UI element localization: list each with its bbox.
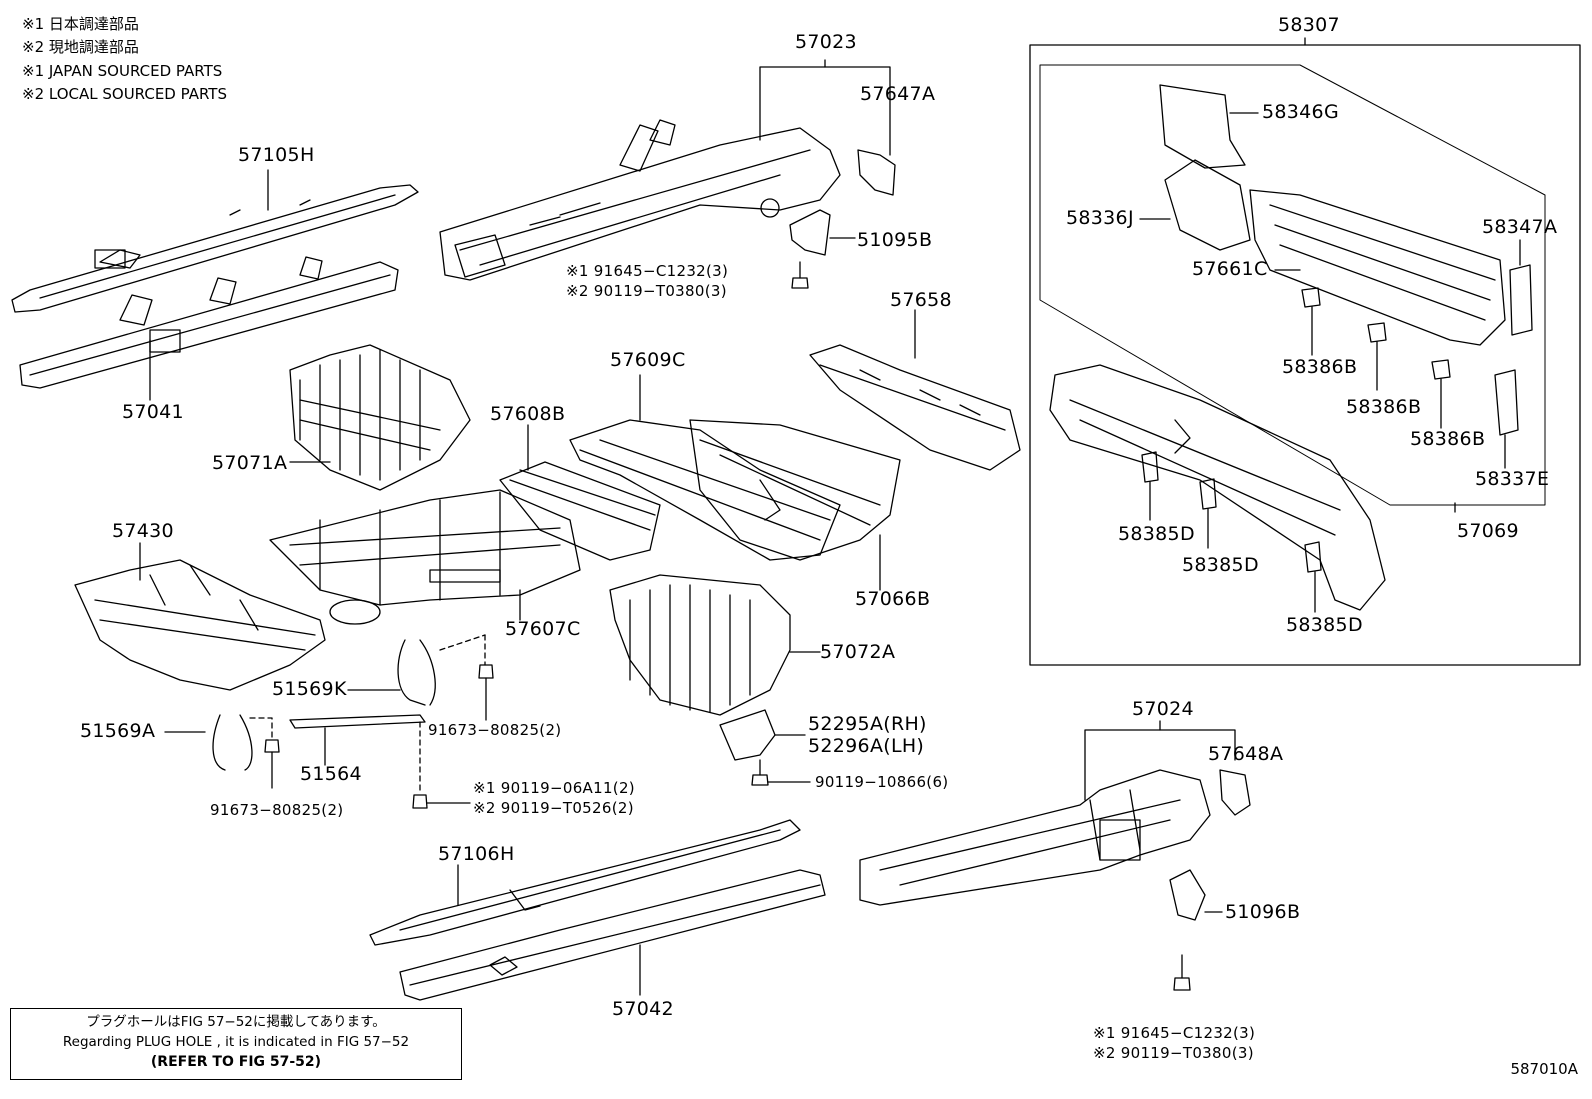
- label-57430[interactable]: 57430: [112, 520, 174, 542]
- label-58337E[interactable]: 58337E: [1475, 468, 1550, 490]
- label-57106H[interactable]: 57106H: [438, 843, 515, 865]
- label-57042[interactable]: 57042: [612, 998, 674, 1020]
- legend-line-1: ※1 日本調達部品: [22, 15, 139, 33]
- part-57609C: [569, 374, 841, 561]
- label-58386B-1[interactable]: 58386B: [1282, 356, 1358, 378]
- part-58385D-1: [1141, 451, 1159, 521]
- label-57072A[interactable]: 57072A: [820, 641, 896, 663]
- label-52295A[interactable]: 52295A(RH): [808, 713, 927, 735]
- legend-line-4: ※2 LOCAL SOURCED PARTS: [22, 85, 227, 103]
- label-57607C[interactable]: 57607C: [505, 618, 581, 640]
- label-90119-10866[interactable]: 90119−10866(6): [815, 773, 949, 791]
- label-51569A[interactable]: 51569A: [80, 720, 156, 742]
- part-57608B: [499, 424, 661, 561]
- label-57105H[interactable]: 57105H: [238, 144, 315, 166]
- bracket-57024: [1084, 720, 1236, 801]
- part-58386B-1: [1301, 287, 1321, 356]
- label-57647A[interactable]: 57647A: [860, 83, 936, 105]
- part-57105H: [11, 169, 419, 313]
- label-57661C[interactable]: 57661C: [1192, 258, 1268, 280]
- note-japanese: プラグホールはFIG 57−52に掲載してあります。: [86, 1014, 386, 1030]
- bolt-90119-10866: [751, 759, 811, 786]
- label-58336J[interactable]: 58336J: [1066, 207, 1134, 229]
- label-91673-80825-b[interactable]: 91673−80825(2): [210, 801, 344, 819]
- part-51095B: [789, 209, 856, 256]
- bolt-91673-b: [264, 739, 280, 789]
- part-57066B: [689, 419, 901, 591]
- part-57607C: [269, 489, 581, 625]
- part-57042: [399, 869, 826, 1001]
- label-51095B[interactable]: 51095B: [857, 229, 933, 251]
- bolt-a: [791, 261, 809, 289]
- label-90119-06A11[interactable]: ※1 90119−06A11(2): [473, 779, 635, 797]
- part-57658: [809, 309, 1021, 471]
- bolt-91673-a: [478, 664, 494, 721]
- bolt-90119-06A11: [412, 794, 471, 809]
- label-58347A[interactable]: 58347A: [1482, 216, 1558, 238]
- label-52296A[interactable]: 52296A(LH): [808, 735, 925, 757]
- note-english: Regarding PLUG HOLE , it is indicated in…: [62, 1034, 410, 1050]
- part-57071A: [289, 344, 471, 491]
- part-52295A: [719, 709, 806, 761]
- label-58307[interactable]: 58307: [1278, 14, 1340, 36]
- part-58337E: [1494, 369, 1519, 469]
- plug-hole-note: プラグホールはFIG 57−52に掲載してあります。 Regarding PLU…: [10, 1008, 462, 1080]
- part-57023: [439, 119, 841, 281]
- part-51564: [289, 714, 426, 791]
- label-58385D-1[interactable]: 58385D: [1118, 523, 1195, 545]
- part-57647A: [857, 149, 896, 196]
- label-51569K[interactable]: 51569K: [272, 678, 347, 700]
- label-58386B-2[interactable]: 58386B: [1346, 396, 1422, 418]
- label-91673-80825-a[interactable]: 91673−80825(2): [428, 721, 562, 739]
- label-51096B[interactable]: 51096B: [1225, 901, 1301, 923]
- part-57041: [19, 256, 399, 401]
- part-51096B: [1169, 869, 1223, 921]
- part-57024: [859, 769, 1211, 906]
- part-51569K: [347, 634, 486, 706]
- label-90119-T0380-b[interactable]: ※2 90119−T0380(3): [1093, 1044, 1254, 1062]
- bracket-57023: [759, 59, 891, 156]
- note-reference: (REFER TO FIG 57-52): [150, 1054, 322, 1070]
- label-57024[interactable]: 57024: [1132, 698, 1194, 720]
- label-58385D-2[interactable]: 58385D: [1182, 554, 1259, 576]
- legend-line-2: ※2 現地調達部品: [22, 38, 139, 56]
- part-57661C: [1249, 189, 1506, 346]
- label-58386B-3[interactable]: 58386B: [1410, 428, 1486, 450]
- label-57071A[interactable]: 57071A: [212, 452, 288, 474]
- group-box-58307: [1029, 37, 1581, 666]
- part-57072A: [609, 574, 821, 716]
- part-58386B-2: [1367, 322, 1387, 391]
- part-51569A: [164, 714, 273, 771]
- label-57608B[interactable]: 57608B: [490, 403, 566, 425]
- part-57648A: [1219, 769, 1251, 816]
- label-91645-C1232-b[interactable]: ※1 91645−C1232(3): [1093, 1024, 1256, 1042]
- label-51564[interactable]: 51564: [300, 763, 362, 785]
- label-57041[interactable]: 57041: [122, 401, 184, 423]
- label-57066B[interactable]: 57066B: [855, 588, 931, 610]
- label-57023[interactable]: 57023: [795, 31, 857, 53]
- part-57430: [74, 542, 326, 691]
- part-58336J: [1139, 159, 1251, 251]
- part-58386B-3: [1431, 359, 1451, 429]
- part-57069: [1049, 364, 1456, 611]
- legend-line-3: ※1 JAPAN SOURCED PARTS: [22, 62, 223, 80]
- label-57069[interactable]: 57069: [1457, 520, 1519, 542]
- label-90119-T0380-a[interactable]: ※2 90119−T0380(3): [566, 282, 727, 300]
- label-57658[interactable]: 57658: [890, 289, 952, 311]
- label-58346G[interactable]: 58346G: [1262, 101, 1339, 123]
- part-58347A: [1509, 239, 1533, 336]
- part-58385D-3: [1304, 541, 1322, 613]
- label-91645-C1232-a[interactable]: ※1 91645−C1232(3): [566, 262, 729, 280]
- part-58385D-2: [1199, 478, 1217, 549]
- part-58346G: [1159, 84, 1259, 169]
- label-57609C[interactable]: 57609C: [610, 349, 686, 371]
- label-90119-T0526[interactable]: ※2 90119−T0526(2): [473, 799, 634, 817]
- label-57648A[interactable]: 57648A: [1208, 743, 1284, 765]
- label-58385D-3[interactable]: 58385D: [1286, 614, 1363, 636]
- part-57106H: [369, 819, 801, 946]
- bolt-b: [1173, 954, 1191, 991]
- figure-id: 587010A: [1510, 1060, 1578, 1078]
